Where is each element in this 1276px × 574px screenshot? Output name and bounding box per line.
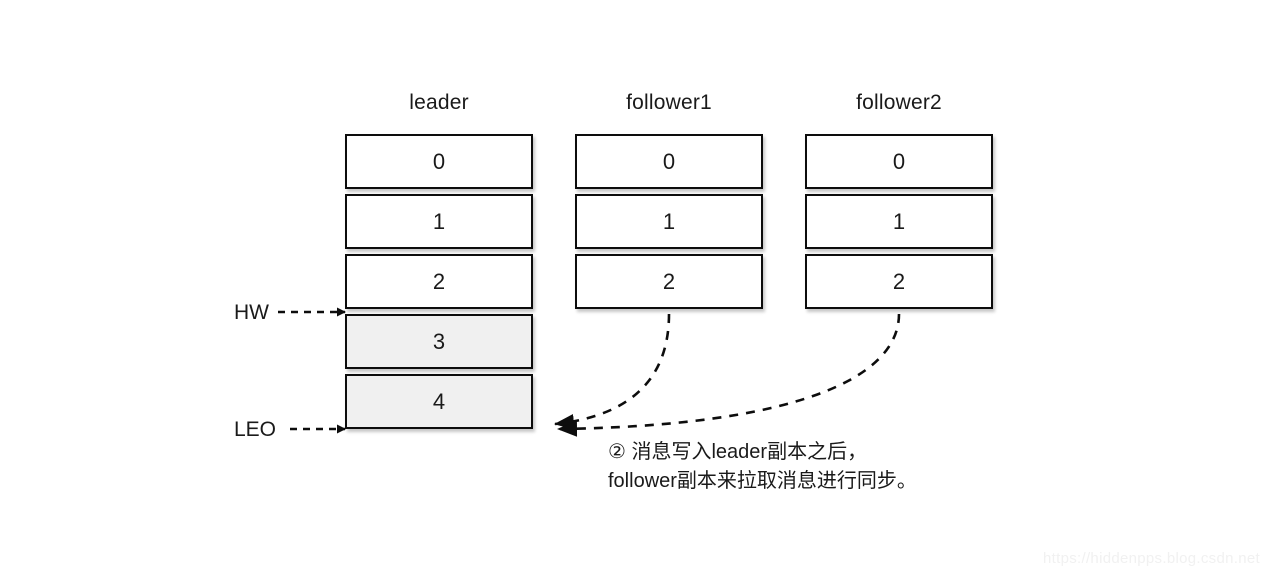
log-cell-leader-2: 2 bbox=[345, 254, 533, 309]
column-title-follower2: follower2 bbox=[856, 91, 942, 114]
column-title-follower1: follower1 bbox=[626, 91, 712, 114]
caption-line-2: follower副本来拉取消息进行同步。 bbox=[608, 470, 917, 492]
replica-log-leader: 0 1 2 3 4 bbox=[345, 134, 533, 429]
log-cell-leader-3: 3 bbox=[345, 314, 533, 369]
log-cell-leader-1: 1 bbox=[345, 194, 533, 249]
log-cell-follower2-0: 0 bbox=[805, 134, 993, 189]
log-cell-follower2-2: 2 bbox=[805, 254, 993, 309]
column-title-leader: leader bbox=[409, 91, 469, 114]
log-cell-leader-4: 4 bbox=[345, 374, 533, 429]
marker-label-hw: HW bbox=[234, 301, 269, 324]
log-cell-leader-0: 0 bbox=[345, 134, 533, 189]
log-cell-follower1-0: 0 bbox=[575, 134, 763, 189]
log-cell-follower1-2: 2 bbox=[575, 254, 763, 309]
watermark-text: https://hiddenpps.blog.csdn.net bbox=[1043, 550, 1260, 567]
replica-log-follower1: 0 1 2 bbox=[575, 134, 763, 309]
replica-log-follower2: 0 1 2 bbox=[805, 134, 993, 309]
fetch-arrow-follower2 bbox=[557, 313, 901, 437]
fetch-arrow-follower1 bbox=[554, 313, 671, 430]
caption-line-1: ② 消息写入leader副本之后， bbox=[608, 441, 868, 463]
log-cell-follower1-1: 1 bbox=[575, 194, 763, 249]
marker-label-leo: LEO bbox=[234, 418, 277, 441]
log-cell-follower2-1: 1 bbox=[805, 194, 993, 249]
